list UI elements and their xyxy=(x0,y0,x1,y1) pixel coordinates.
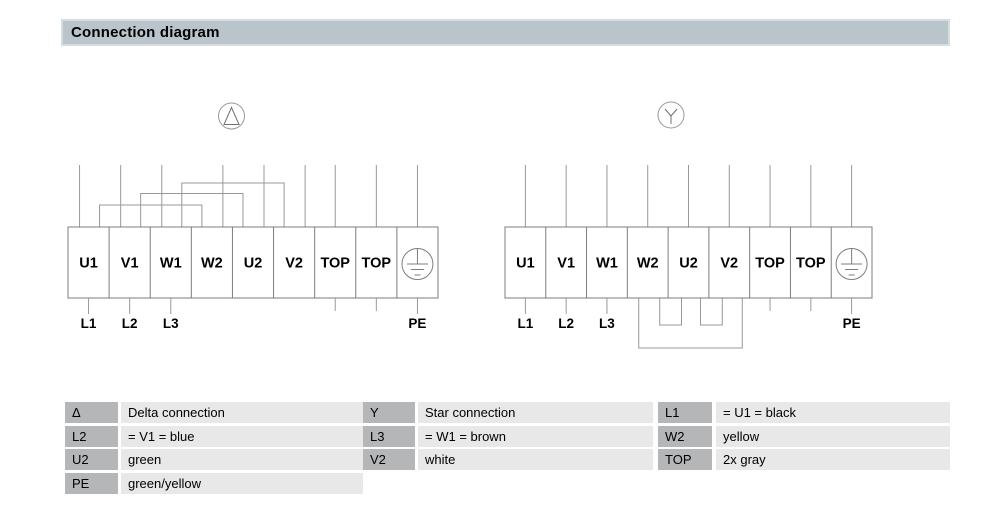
legend-key: TOP xyxy=(658,449,712,470)
bridge-wire xyxy=(99,204,203,227)
legend-value: = V1 = blue xyxy=(121,425,363,447)
terminal-label: V1 xyxy=(557,256,575,272)
star-point-bridge-wire xyxy=(659,298,682,326)
terminal-label: U1 xyxy=(79,256,98,272)
star-point-bridge-wire xyxy=(638,298,743,349)
terminal-label: W1 xyxy=(596,256,618,272)
terminal-label: TOP xyxy=(796,256,826,272)
bridge-wire xyxy=(181,182,285,227)
legend-key: Δ xyxy=(65,402,118,423)
terminal-label: U2 xyxy=(244,256,263,272)
terminal-label: W2 xyxy=(637,256,659,272)
phase-label: PE xyxy=(843,316,861,331)
terminal-label: V1 xyxy=(121,256,139,272)
phase-label: L2 xyxy=(122,316,138,331)
terminal-block xyxy=(67,226,439,299)
page-title-bar: Connection diagram xyxy=(61,19,950,46)
legend-value: = W1 = brown xyxy=(418,425,653,447)
terminal-label: V2 xyxy=(720,256,738,272)
delta-connection-diagram: U1 V1 W1 W2 U2 V2 TOP TOP L1 L2 L3 PE xyxy=(67,102,439,331)
legend-key: L2 xyxy=(65,425,118,447)
phase-label: PE xyxy=(408,316,426,331)
terminal-label: TOP xyxy=(362,256,392,272)
legend-key: PE xyxy=(65,472,118,494)
legend-key: V2 xyxy=(363,449,415,470)
legend-value: Star connection xyxy=(418,402,653,423)
legend-key: L1 xyxy=(658,402,712,423)
connection-diagrams: U1 V1 W1 W2 U2 V2 TOP TOP L1 L2 L3 PE U1 V1 W1 W2 U2 V2 TO… xyxy=(67,101,873,349)
legend-value: 2x gray xyxy=(716,449,950,470)
terminal-label: W2 xyxy=(201,256,223,272)
legend-key: L3 xyxy=(363,425,415,447)
phase-label: L3 xyxy=(599,316,615,331)
legend-value: = U1 = black xyxy=(716,402,950,423)
pe-ground-icon xyxy=(835,248,868,280)
legend-value: Delta connection xyxy=(121,402,363,423)
legend-value: white xyxy=(418,449,653,470)
star-in-circle-icon xyxy=(657,101,685,129)
page-title: Connection diagram xyxy=(71,24,220,41)
terminal-label: V2 xyxy=(285,256,303,272)
terminal-block xyxy=(504,226,873,299)
phase-label: L1 xyxy=(518,316,534,331)
terminal-label: TOP xyxy=(755,256,785,272)
phase-label: L1 xyxy=(81,316,97,331)
legend-value: yellow xyxy=(716,425,950,447)
legend-value: green/yellow xyxy=(121,472,363,494)
star-connection-diagram: U1 V1 W1 W2 U2 V2 TOP TOP L1 L2 L3 PE xyxy=(504,101,873,349)
delta-in-circle-icon xyxy=(218,102,245,130)
terminal-label: U2 xyxy=(679,256,698,272)
star-point-bridge-wire xyxy=(700,298,723,326)
terminal-label: TOP xyxy=(320,256,350,272)
legend-key: W2 xyxy=(658,425,712,447)
pe-ground-icon xyxy=(401,248,434,280)
legend-key: Y xyxy=(363,402,415,423)
phase-label: L3 xyxy=(163,316,179,331)
bridge-wire xyxy=(140,193,244,227)
legend-key: U2 xyxy=(65,449,118,470)
terminal-label: U1 xyxy=(516,256,535,272)
legend-value: green xyxy=(121,449,363,470)
terminal-label: W1 xyxy=(160,256,182,272)
phase-label: L2 xyxy=(558,316,574,331)
